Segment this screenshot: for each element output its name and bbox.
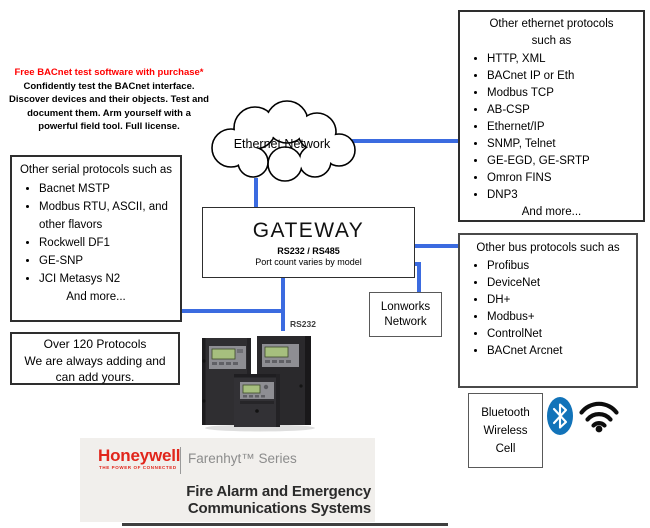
product-title-line1: Fire Alarm and Emergency [186,483,371,500]
bluetooth-wireless-cell-box: Bluetooth Wireless Cell [468,393,543,468]
list-item: SNMP, Telnet [487,136,643,153]
serial-protocols-box: Other serial protocols such as Bacnet MS… [10,155,182,322]
protocols-box-line: Over 120 Protocols [43,337,147,351]
bus-protocols-list: ProfibusDeviceNetDH+Modbus+ControlNetBAC… [460,258,636,360]
bottom-rule [122,523,448,526]
connector-cloud-to-ethernet-box [352,139,458,143]
list-item: BACnet IP or Eth [487,68,643,85]
list-item: Bacnet MSTP [39,180,180,198]
wifi-icon [579,401,619,433]
lonworks-network-box: Lonworks Network [369,292,442,337]
gateway-note: Port count varies by model [255,257,362,267]
cloud-label: Ethernet Network [234,137,331,151]
honeywell-logo: Honeywell [98,446,181,465]
list-item: GE-EGD, GE-SRTP [487,153,643,170]
list-item: DeviceNet [487,275,636,292]
serial-protocols-footer: And more... [66,291,126,303]
list-item: Modbus+ [487,309,636,326]
bus-protocols-title: Other bus protocols such as [476,242,620,254]
brand-banner: Honeywell THE POWER OF CONNECTED Farenhy… [80,438,375,522]
honeywell-tagline: THE POWER OF CONNECTED [99,465,177,470]
gateway-ports-label: RS232 / RS485 [277,246,340,256]
connector-gateway-to-bus-box [415,244,458,248]
product-title-line2: Communications Systems [187,499,371,517]
rs232-label: RS232 [290,319,316,329]
serial-protocols-title: Other serial protocols such as [19,164,173,176]
connector-serial-box-to-panels [182,309,285,313]
list-item: BACnet Arcnet [487,343,636,360]
list-item: Rockwell DF1 [39,234,180,252]
banner-divider [180,447,181,474]
list-item: GE-SNP [39,252,180,270]
bus-protocols-box: Other bus protocols such as ProfibusDevi… [458,233,638,388]
bluetooth-icon [547,397,573,435]
connector-gateway-to-lonworks-horizontal [411,262,421,266]
connector-gateway-to-lonworks-vertical [417,262,421,292]
bluetooth-box-label: Bluetooth Wireless Cell [481,406,530,455]
serial-protocols-list: Bacnet MSTPModbus RTU, ASCII, and other … [12,180,180,288]
list-item: HTTP, XML [487,51,643,68]
list-item: Modbus TCP [487,85,643,102]
promo-headline: Free BACnet test software with purchase* [14,67,204,78]
list-item: Profibus [487,258,636,275]
farenhyt-series-label: Farenhyt™ Series [188,451,297,466]
ethernet-network-cloud: Ethernet Network [211,100,356,182]
fire-panels-image [202,336,315,432]
promo-text: Free BACnet test software with purchase*… [8,66,210,134]
ethernet-protocols-list: HTTP, XMLBACnet IP or EthModbus TCPAB-CS… [460,51,643,204]
lonworks-label: Lonworks Network [380,300,431,328]
protocols-box-line: can add yours. [55,370,135,384]
product-title: Fire Alarm and Emergency Communications … [186,483,371,517]
list-item: Modbus RTU, ASCII, and other flavors [39,198,180,234]
list-item: DNP3 [487,187,643,204]
connector-cloud-to-gateway [254,178,258,208]
list-item: AB-CSP [487,102,643,119]
ethernet-protocols-box: Other ethernet protocols such as HTTP, X… [458,10,645,222]
list-item: ControlNet [487,326,636,343]
list-item: JCI Metasys N2 [39,270,180,288]
gateway-title: GATEWAY [252,219,365,242]
ethernet-protocols-footer: And more... [521,206,582,218]
ethernet-protocols-title: Other ethernet protocols such as [489,18,614,47]
connector-gateway-to-panels [281,278,285,331]
list-item: Ethernet/IP [487,119,643,136]
list-item: Omron FINS [487,170,643,187]
promo-body: Confidently test the BACnet interface. D… [9,80,209,133]
protocols-box-line: We are always adding and [24,353,166,368]
over-120-protocols-box: Over 120 Protocols We are always adding a… [10,332,180,385]
list-item: DH+ [487,292,636,309]
gateway-box: GATEWAY RS232 / RS485 Port count varies … [202,207,415,278]
